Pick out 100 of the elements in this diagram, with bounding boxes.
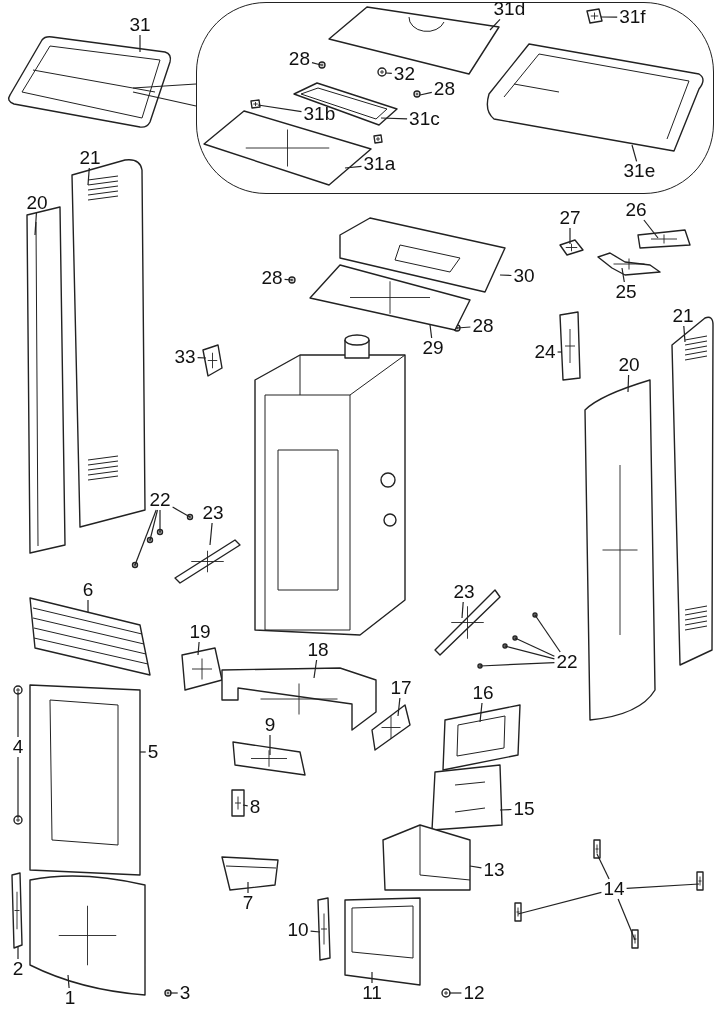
foot-icon: [514, 902, 522, 922]
leader-line: [448, 992, 462, 994]
foot-icon: [696, 871, 704, 891]
leader-line: [621, 267, 625, 283]
bracket-drawing: [637, 229, 691, 249]
bracket-drawing: [559, 311, 581, 381]
bracket-drawing: [11, 872, 23, 949]
leader-line: [197, 641, 200, 656]
screw-icon: [377, 67, 388, 78]
screw-icon: [186, 513, 194, 521]
leader-line: [209, 522, 213, 546]
leader-line: [479, 662, 555, 667]
leader-line: [385, 72, 393, 74]
plate-drawing: [431, 764, 503, 831]
leader-line: [569, 227, 571, 245]
callout-number: 16: [471, 683, 495, 703]
screw-icon: [146, 536, 154, 544]
leader-line: [87, 599, 89, 613]
leader-line: [397, 697, 401, 717]
leader-line: [17, 945, 19, 960]
callout-number: 31a: [362, 154, 397, 175]
leader-line: [479, 702, 483, 723]
bracket-drawing: [371, 704, 411, 751]
callout-number: 9: [263, 715, 277, 735]
leader-line: [139, 751, 147, 753]
leader-line: [534, 614, 561, 653]
top-lid-drawing: [7, 36, 172, 128]
leader-line: [499, 808, 512, 811]
leader-line: [683, 325, 686, 343]
hinge-pin-icon: [13, 685, 23, 695]
clip-icon: [373, 134, 384, 145]
leader-line: [514, 637, 555, 657]
callout-number: 11: [361, 983, 383, 1003]
clip-icon: [586, 8, 604, 25]
screw-icon: [532, 612, 538, 618]
leader-line: [87, 167, 90, 186]
leader-line: [247, 881, 249, 894]
callout-number: 3: [178, 983, 192, 1003]
callout-number: 31c: [408, 109, 441, 130]
leader-line: [159, 509, 161, 533]
flange-drawing: [442, 704, 521, 771]
callout-number: 24: [533, 342, 557, 362]
basket-drawing: [221, 856, 279, 891]
leader-line: [489, 18, 501, 31]
callout-number: 8: [248, 797, 262, 817]
bracket-drawing: [174, 539, 241, 584]
leader-line: [34, 212, 37, 236]
leader-line: [557, 351, 563, 353]
leader-line: [617, 898, 636, 941]
callout-number: 31: [128, 15, 152, 35]
callout-number: 31d: [492, 0, 527, 20]
screw-icon: [441, 988, 451, 998]
callout-number: 22: [555, 652, 579, 672]
ash-door-drawing: [344, 897, 421, 986]
callout-number: 4: [11, 737, 25, 757]
switch-icon: [231, 789, 245, 817]
callout-number: 28: [287, 49, 311, 70]
screw-icon: [164, 989, 172, 997]
leader-line: [17, 756, 19, 819]
bracket-drawing: [317, 897, 331, 961]
leader-line: [134, 509, 157, 566]
bar-drawing: [232, 741, 306, 776]
callout-number: 22: [148, 490, 172, 510]
callout-number: 14: [602, 879, 626, 899]
hinge-drawing: [202, 344, 223, 377]
screw-icon: [318, 61, 327, 70]
leader-line: [17, 691, 19, 738]
leader-line: [517, 891, 602, 915]
leader-line: [67, 974, 70, 989]
callout-number: 7: [241, 893, 255, 913]
clip-icon: [250, 99, 262, 110]
callout-number: 28: [432, 79, 456, 100]
screw-icon: [131, 561, 139, 569]
leader-line: [310, 930, 321, 933]
leader-line: [172, 506, 191, 518]
callout-number: 13: [482, 860, 506, 880]
callout-number: 28: [260, 268, 284, 288]
callout-number: 26: [624, 200, 648, 220]
leader-line: [499, 274, 512, 277]
callout-number: 12: [462, 983, 486, 1003]
callout-number: 29: [421, 338, 445, 358]
leader-line: [461, 601, 464, 619]
foot-icon: [631, 929, 639, 949]
callout-number: 18: [306, 640, 330, 660]
callout-number: 1: [63, 988, 77, 1008]
leader-line: [197, 357, 207, 359]
gasket-drawing: [293, 82, 399, 127]
foot-icon: [593, 839, 601, 859]
callout-number: 19: [188, 622, 212, 642]
callout-number: 21: [78, 148, 102, 168]
callout-number: 17: [389, 678, 413, 698]
callout-number: 21: [671, 306, 695, 326]
door-drawing: [29, 684, 141, 876]
bracket-drawing: [559, 239, 584, 256]
top-lid-drawing: [487, 43, 705, 153]
callout-number: 20: [25, 193, 49, 213]
screw-icon: [156, 528, 164, 536]
bracket-drawing: [597, 252, 661, 276]
leader-line: [419, 91, 433, 96]
callout-number: 10: [286, 920, 310, 940]
